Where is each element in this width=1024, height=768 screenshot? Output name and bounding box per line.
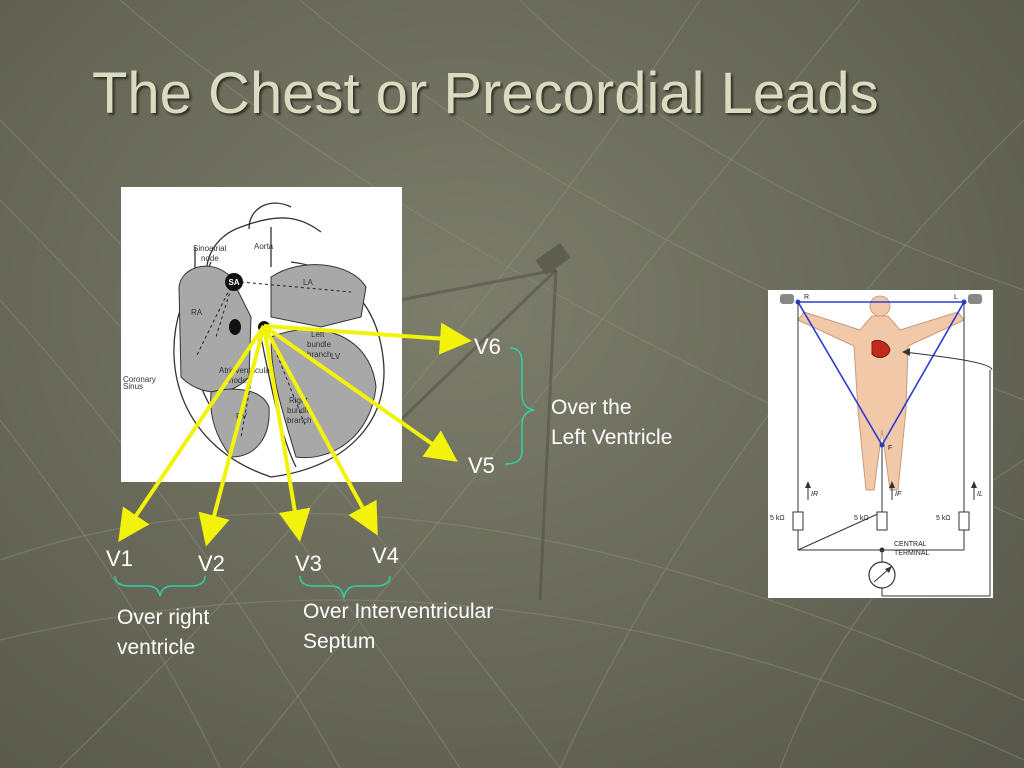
right-bundle-label-3: branch bbox=[287, 416, 311, 425]
la-label: LA bbox=[303, 278, 313, 287]
sinoatrial-node-label-1: Sinoatrial bbox=[193, 244, 227, 253]
central-terminal-label-2: TERMINAL bbox=[894, 550, 930, 557]
resistor-l-label: 5 kΩ bbox=[936, 515, 951, 522]
electrode-l-label: L bbox=[954, 294, 958, 301]
lead-v6-label: V6 bbox=[474, 334, 501, 359]
arrow-v6 bbox=[263, 322, 472, 355]
electrode-f-label: F bbox=[888, 445, 892, 452]
arrow-v4 bbox=[262, 325, 378, 536]
right-ventricle-caption: Over right ventricle bbox=[117, 606, 210, 659]
lead-v1-label: V1 bbox=[106, 546, 133, 571]
electrode-r-label: R bbox=[804, 294, 809, 301]
lead-v5-label: V5 bbox=[468, 453, 495, 478]
septum-caption: Over Interventricular Septum bbox=[303, 600, 494, 653]
current-ir-label: IR bbox=[811, 491, 818, 498]
sa-node-label: SA bbox=[228, 278, 239, 287]
lead-v3-label: V3 bbox=[295, 551, 322, 576]
resistor-f-label: 5 kΩ bbox=[854, 515, 869, 522]
ra-label: RA bbox=[191, 308, 203, 317]
lead-v2-label: V2 bbox=[198, 551, 225, 576]
brace-left-ventricle bbox=[504, 347, 535, 465]
slide-title: The Chest or Precordial Leads bbox=[92, 61, 879, 126]
central-terminal-label-1: CENTRAL bbox=[894, 541, 927, 548]
heart-conduction-illustration: SA Sinoatrial node Aorta LA RA LV RV Cor… bbox=[123, 202, 385, 478]
einthoven-triangle-panel: R L F IR IF IL 5 kΩ 5 kΩ 5 kΩ CENTRAL TE… bbox=[768, 290, 993, 598]
arrow-v3 bbox=[262, 325, 311, 542]
left-ventricle-caption: Over the Left Ventricle bbox=[551, 396, 673, 449]
arrow-v2 bbox=[198, 325, 266, 547]
lv-label: LV bbox=[331, 352, 341, 361]
brace-right-ventricle bbox=[114, 575, 206, 597]
sinoatrial-node-label-2: node bbox=[201, 254, 219, 263]
right-bundle-label-1: Right bbox=[289, 396, 308, 405]
left-bundle-label-3: branch bbox=[307, 350, 331, 359]
left-bundle-label-2: bundle bbox=[307, 340, 332, 349]
av-node-label-1: Atrioventricular bbox=[219, 366, 273, 375]
lead-v4-label: V4 bbox=[372, 543, 399, 568]
aorta-label: Aorta bbox=[254, 242, 274, 251]
av-node-label-2: node bbox=[229, 376, 247, 385]
ekg-electrode-icon bbox=[780, 294, 794, 304]
brace-septum bbox=[299, 575, 391, 599]
coronary-sinus-label-2: Sinus bbox=[123, 382, 143, 391]
arrow-v5 bbox=[262, 324, 458, 462]
current-if-label: IF bbox=[895, 491, 902, 498]
coronary-sinus-label-1: Coronary bbox=[123, 375, 156, 384]
einthoven-triangle-illustration: R L F IR IF IL 5 kΩ 5 kΩ 5 kΩ CENTRAL TE… bbox=[770, 294, 993, 597]
arrow-v1 bbox=[118, 324, 266, 542]
current-il-label: IL bbox=[977, 491, 983, 498]
right-bundle-label-2: bundle bbox=[287, 406, 312, 415]
left-bundle-label-1: Left bbox=[311, 330, 325, 339]
ekg-electrode-icon bbox=[968, 294, 982, 304]
resistor-r-label: 5 kΩ bbox=[770, 515, 785, 522]
